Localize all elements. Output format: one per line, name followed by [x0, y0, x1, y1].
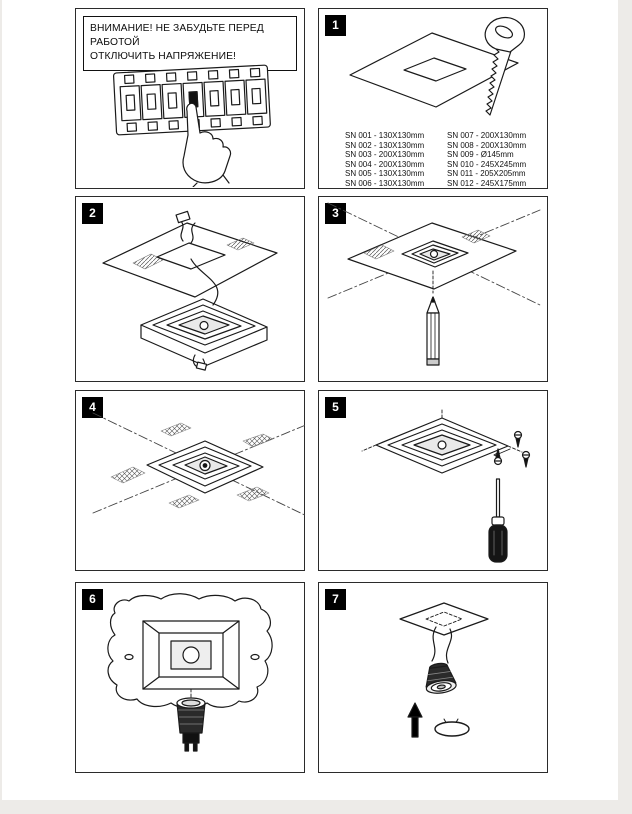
panel-step-3: 3: [318, 196, 548, 382]
wires-drawing: [431, 626, 452, 664]
panel-step-7: 7: [318, 582, 548, 773]
fixture-frame-drawing: [142, 620, 240, 690]
saw-icon: [484, 16, 525, 116]
install-lamp-illustration: [107, 593, 273, 752]
model-list-column-2: SN 007 - 200X130mm SN 008 - 200X130mm SN…: [447, 131, 526, 189]
panel-step-5: 5: [318, 390, 548, 571]
step-number-badge: 5: [325, 397, 346, 418]
lamp-bulb-icon: [176, 697, 206, 752]
panel-step-6: 6: [75, 582, 305, 773]
step-number-badge: 7: [325, 589, 346, 610]
model-item: SN 012 - 245X175mm: [447, 178, 527, 188]
fixture-frame-drawing: [140, 298, 268, 367]
model-item: SN 006 - 130X130mm: [345, 178, 425, 188]
ceiling-tile-drawing: [399, 602, 489, 636]
model-item: SN 009 - Ø145mm: [447, 150, 514, 160]
fasten-screws-illustration: [361, 407, 531, 563]
up-arrow-icon: [407, 702, 423, 738]
model-item: SN 008 - 200X130mm: [447, 140, 527, 150]
insert-fixture-illustration: [102, 210, 278, 371]
mark-position-illustration: [327, 202, 541, 366]
screw-icon: [521, 450, 531, 468]
model-list-column-1: SN 001 - 130X130mm SN 002 - 130X130mm SN…: [345, 131, 424, 189]
step-number-badge: 4: [82, 397, 103, 418]
fixture-frame-drawing: [401, 240, 469, 268]
model-item: SN 010 - 245X245mm: [447, 159, 527, 169]
cut-opening-drawing: [403, 57, 467, 82]
panel-step-4: 4: [75, 390, 305, 571]
fixture-frame-drawing: [146, 440, 264, 494]
apply-plaster-illustration: [92, 412, 305, 516]
fit-lamp-ring-illustration: [399, 602, 489, 738]
model-item: SN 003 - 200X130mm: [345, 150, 425, 160]
model-item: SN 011 - 205X205mm: [447, 169, 526, 179]
step-number-badge: 6: [82, 589, 103, 610]
panel-step-2: 2: [75, 196, 305, 382]
model-item: SN 001 - 130X130mm: [345, 131, 425, 140]
pointing-hand-icon: [182, 102, 232, 187]
breaker-switch-off-illustration: [112, 64, 271, 187]
spring-ring-icon: [434, 718, 470, 737]
model-item: SN 007 - 200X130mm: [447, 131, 527, 140]
fixture-wire-drawing: [190, 258, 219, 306]
fixture-frame-drawing: [375, 417, 509, 474]
panel-warning: ВНИМАНИЕ! НЕ ЗАБУДЬТЕ ПЕРЕД РАБОТОЙ ОТКЛ…: [75, 8, 305, 189]
screwdriver-icon: [488, 478, 508, 563]
screw-icon: [513, 430, 523, 448]
cut-opening-drawing: [156, 242, 226, 270]
warning-line-1: ВНИМАНИЕ! НЕ ЗАБУДЬТЕ ПЕРЕД РАБОТОЙ: [90, 23, 264, 48]
lamp-bulb-icon: [425, 662, 457, 694]
cut-hole-illustration: [349, 16, 525, 116]
model-item: SN 002 - 130X130mm: [345, 140, 425, 150]
model-item: SN 004 - 200X130mm: [345, 159, 425, 169]
warning-line-2: ОТКЛЮЧИТЬ НАПРЯЖЕНИЕ!: [90, 50, 236, 62]
step-number-badge: 1: [325, 15, 346, 36]
model-item: SN 005 - 130X130mm: [345, 169, 425, 179]
screw-icon: [493, 448, 503, 466]
step-number-badge: 3: [325, 203, 346, 224]
step-number-badge: 2: [82, 203, 103, 224]
panel-step-1: 1 SN 001 - 130X130mm SN 002 - 130X130mm …: [318, 8, 548, 189]
putty-patches-drawing: [110, 422, 274, 509]
pencil-icon: [426, 296, 440, 366]
wires-drawing: [175, 210, 196, 244]
